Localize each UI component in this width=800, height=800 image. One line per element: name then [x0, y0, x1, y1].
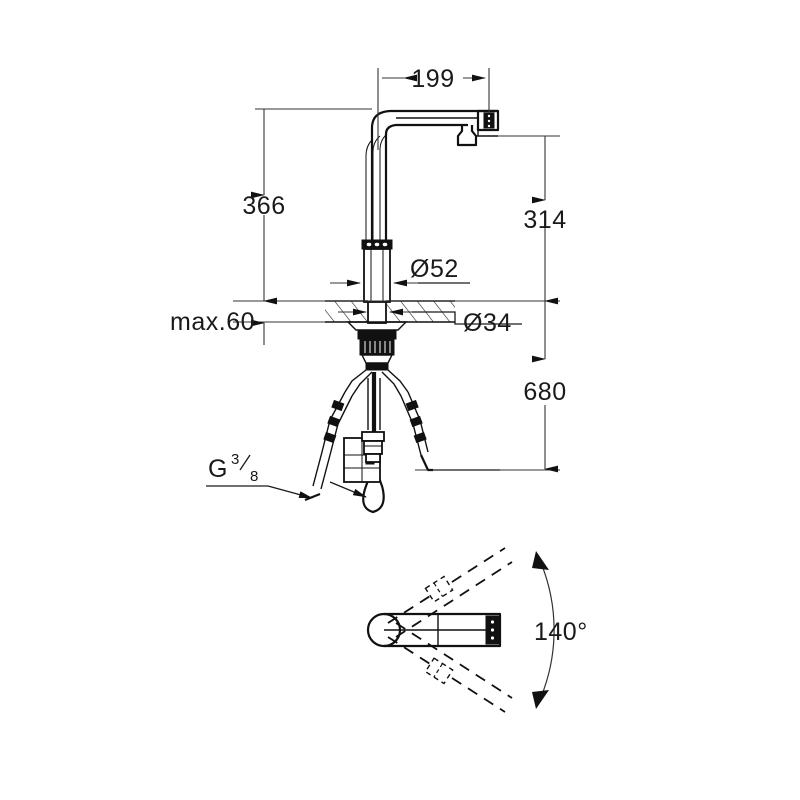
dimension-diameter-34: Ø34 — [338, 308, 522, 337]
faucet-riser-column — [365, 133, 388, 243]
faucet-shank — [367, 301, 387, 324]
dimension-label-reach: 199 — [411, 65, 454, 93]
dimension-diameter-52: Ø52 — [330, 255, 470, 287]
dimension-label-spout-height: 314 — [523, 206, 566, 234]
faucet-elevation-view — [304, 109, 500, 514]
dimension-label-hose-length: 680 — [523, 378, 566, 406]
spout-end-upper — [424, 575, 454, 603]
arc-arrow-bottom — [532, 690, 549, 709]
thread-label-numerator: 3 — [231, 451, 239, 468]
hose-coupling — [361, 431, 385, 463]
dimension-label-counter-thickness: max.60 — [170, 308, 255, 336]
hose-braid-left — [323, 399, 345, 444]
faucet-body-cylinder — [363, 248, 391, 303]
dimension-680: 680 — [415, 300, 566, 473]
dimension-314: 314 — [498, 135, 566, 305]
thread-label-denominator: 8 — [250, 468, 258, 485]
dimension-label-overall-height: 366 — [242, 192, 285, 220]
hose-braid-right — [405, 399, 427, 444]
dimension-max60: max.60 — [170, 308, 325, 345]
dimension-label-swivel-angle: 140° — [534, 618, 588, 646]
swivel-angle-arc: 140° — [532, 551, 588, 709]
spout-position-center — [366, 612, 502, 648]
dimension-label-body-diameter: Ø52 — [410, 255, 459, 283]
supply-hoses — [304, 369, 433, 514]
dimension-366: 366 — [242, 108, 372, 305]
spout-position-lower — [387, 622, 513, 713]
undercounter-fixing — [346, 321, 408, 371]
plan-view-swivel: 140° — [366, 547, 588, 713]
riser-collar — [361, 239, 393, 250]
dimension-label-hole-diameter: Ø34 — [463, 309, 512, 337]
thread-label-g: G — [208, 455, 228, 483]
arc-arrow-top — [532, 551, 549, 570]
thread-callout-g38: G 3 8 — [206, 451, 500, 499]
dimension-199: 199 — [377, 65, 490, 150]
spout-end-lower — [424, 657, 454, 685]
spout-position-upper — [387, 547, 513, 638]
